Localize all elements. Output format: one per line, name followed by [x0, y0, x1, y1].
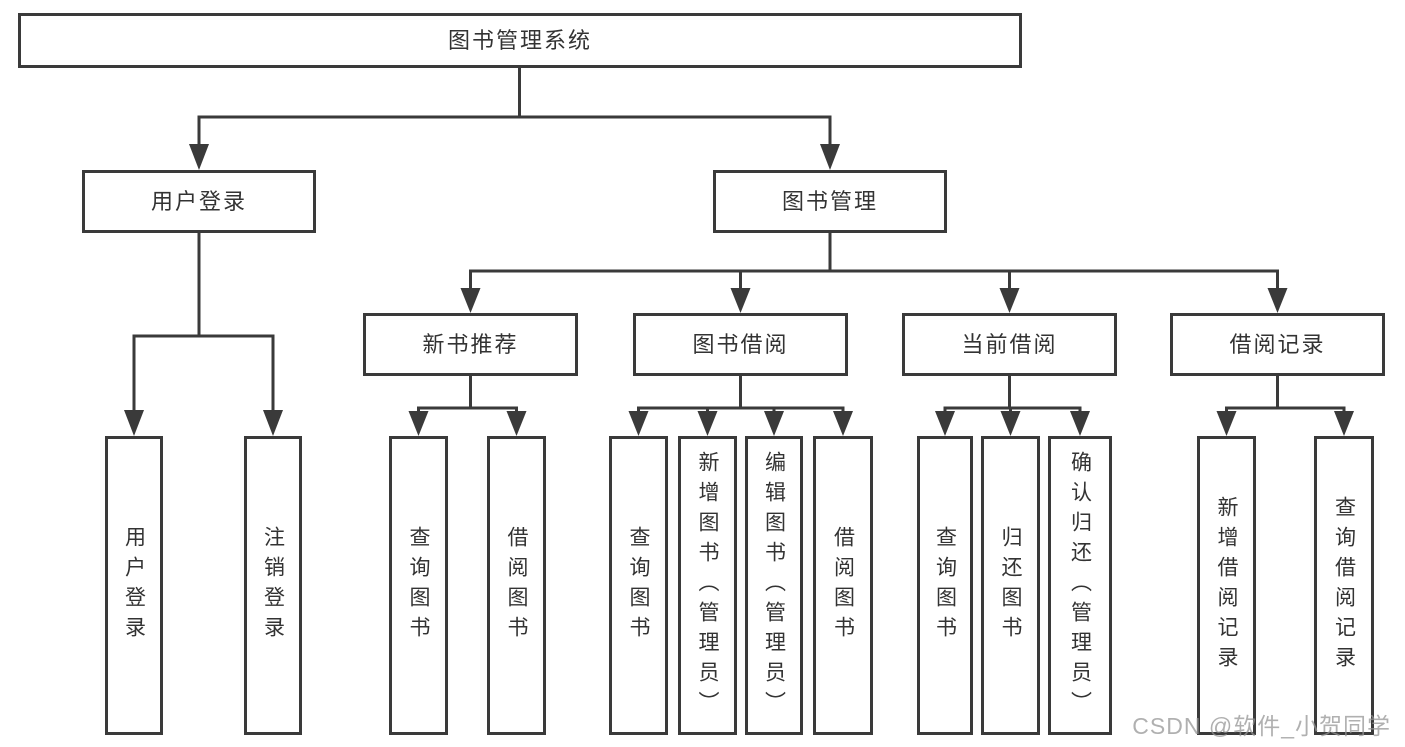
node-label: 借阅记录 — [1229, 331, 1326, 357]
node-label: 新增借阅记录 — [1215, 495, 1238, 676]
node-recommend-borrow-books: 借阅图书 — [487, 436, 546, 735]
node-records-query-record: 查询借阅记录 — [1314, 436, 1374, 735]
node-book-management: 图书管理 — [713, 170, 947, 233]
node-book-borrowing: 图书借阅 — [633, 313, 848, 376]
node-borrowing-edit-books-admin: 编辑图书（管理员） — [745, 436, 803, 735]
node-borrowing-records: 借阅记录 — [1170, 313, 1385, 376]
node-user-login: 用户登录 — [82, 170, 316, 233]
node-label: 查询图书 — [627, 525, 650, 646]
node-label: 图书借阅 — [692, 331, 789, 357]
node-borrowing-borrow-books: 借阅图书 — [813, 436, 873, 735]
node-label: 新增图书（管理员） — [696, 450, 719, 721]
node-label: 借阅图书 — [505, 525, 528, 646]
node-borrowing-query-books: 查询图书 — [609, 436, 668, 735]
node-records-add-record: 新增借阅记录 — [1197, 436, 1256, 735]
node-current-borrowing: 当前借阅 — [902, 313, 1117, 376]
node-label: 用户登录 — [122, 525, 146, 646]
node-label: 注销登录 — [261, 525, 285, 646]
node-label: 查询图书 — [407, 525, 430, 646]
node-label: 用户登录 — [150, 188, 247, 214]
node-label: 借阅图书 — [831, 525, 855, 646]
node-label: 查询借阅记录 — [1332, 495, 1356, 676]
node-borrowing-add-books-admin: 新增图书（管理员） — [678, 436, 737, 735]
node-user-login-leaf: 用户登录 — [105, 436, 163, 735]
node-label: 查询图书 — [933, 525, 957, 646]
node-new-book-recommend: 新书推荐 — [363, 313, 578, 376]
node-label: 图书管理系统 — [447, 27, 592, 53]
node-label: 当前借阅 — [961, 331, 1058, 357]
node-library-management-system: 图书管理系统 — [18, 13, 1022, 68]
node-current-confirm-return-admin: 确认归还（管理员） — [1048, 436, 1112, 735]
node-label: 编辑图书（管理员） — [762, 450, 786, 721]
node-current-return-books: 归还图书 — [981, 436, 1040, 735]
node-recommend-query-books: 查询图书 — [389, 436, 448, 735]
node-label: 新书推荐 — [422, 331, 519, 357]
node-label: 图书管理 — [781, 188, 878, 214]
node-label: 归还图书 — [999, 525, 1022, 646]
node-current-query-books: 查询图书 — [917, 436, 973, 735]
node-logout: 注销登录 — [244, 436, 302, 735]
node-label: 确认归还（管理员） — [1068, 450, 1092, 721]
